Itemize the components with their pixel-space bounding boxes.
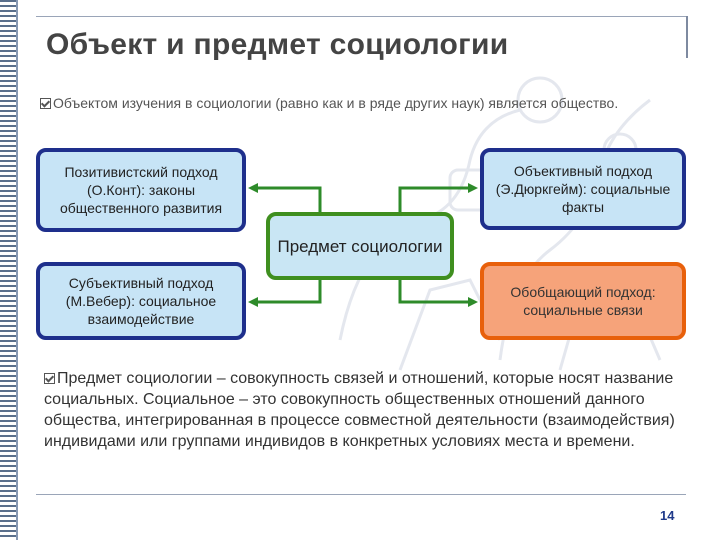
subjective-approach-box: Субъективный подход (М.Вебер): социально… — [36, 262, 246, 340]
positivist-approach-text: Позитивистский подход (О.Конт): законы о… — [59, 164, 223, 216]
page-number: 14 — [660, 508, 675, 523]
definition-paragraph: Предмет социологии – совокупность связей… — [44, 368, 684, 452]
intro-paragraph: Объектом изучения в социологии (равно ка… — [40, 94, 680, 113]
definition-text: Предмет социологии – совокупность связей… — [44, 370, 675, 450]
sociology-subject-box: Предмет социологии — [266, 212, 454, 280]
checkbox-icon — [40, 98, 51, 109]
notebook-binding — [0, 0, 16, 540]
page-title: Объект и предмет социологии — [46, 28, 509, 61]
positivist-approach-box: Позитивистский подход (О.Конт): законы о… — [36, 148, 246, 232]
generalizing-approach-box: Обобщающий подход: социальные связи — [480, 262, 686, 340]
intro-text: Объектом изучения в социологии (равно ка… — [53, 95, 619, 111]
frame-right-line — [686, 16, 688, 58]
subjective-approach-text: Субъективный подход (М.Вебер): социально… — [65, 275, 217, 327]
frame-top-line — [36, 16, 686, 17]
objective-approach-text: Объективный подход (Э.Дюркгейм): социаль… — [495, 163, 671, 215]
generalizing-approach-text: Обобщающий подход: социальные связи — [510, 284, 656, 318]
objective-approach-box: Объективный подход (Э.Дюркгейм): социаль… — [480, 148, 686, 230]
binding-rail — [16, 0, 18, 540]
checkbox-icon — [44, 373, 55, 384]
frame-bottom-line — [36, 494, 686, 495]
sociology-subject-text: Предмет социологии — [277, 236, 443, 256]
